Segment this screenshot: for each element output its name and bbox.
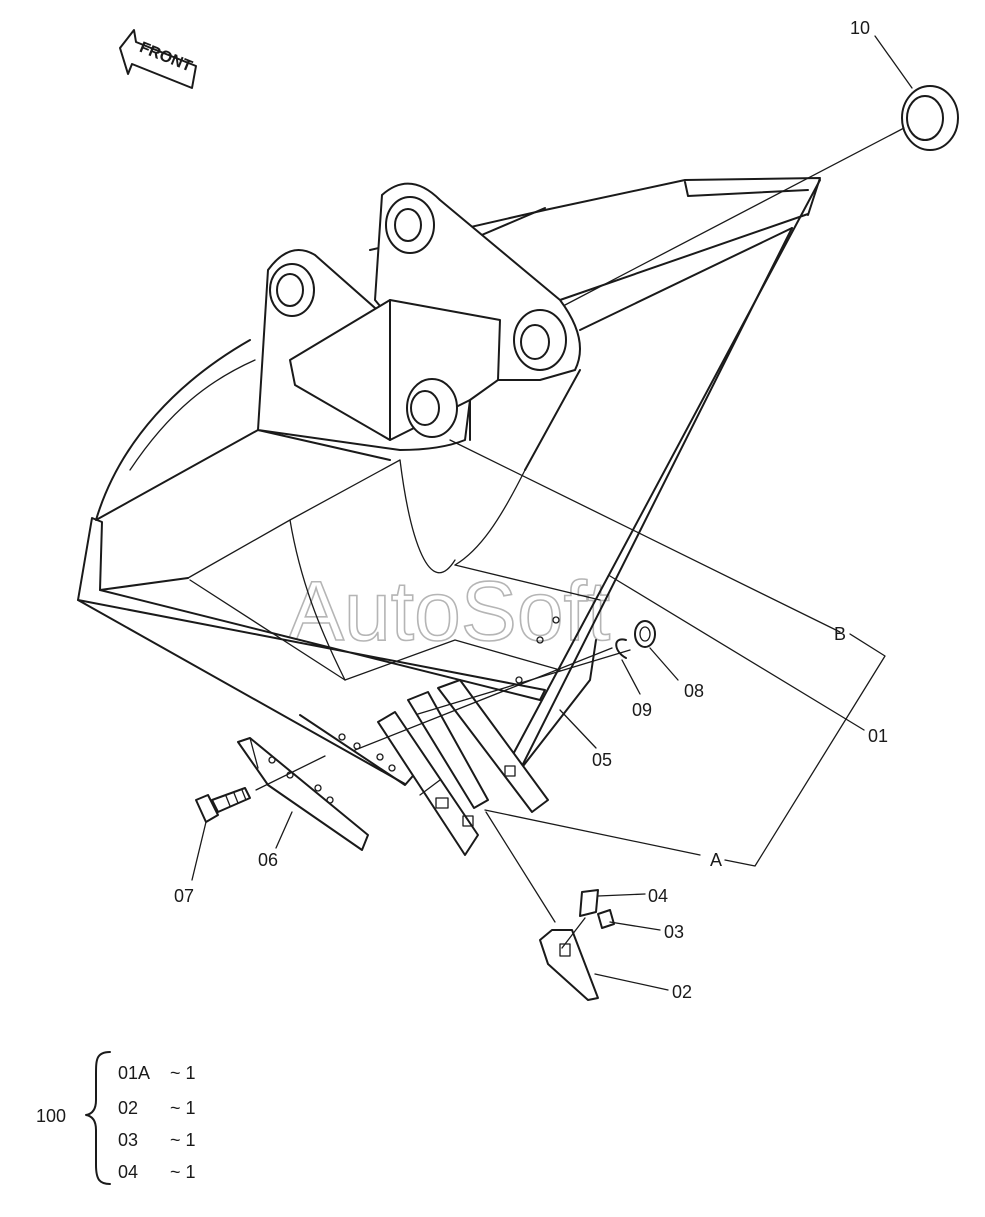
assembly-number: 100 [36, 1106, 66, 1126]
lock-ring-part-09 [615, 638, 627, 659]
callout-03: 03 [664, 922, 684, 942]
pin-boss-upper-left [269, 263, 315, 317]
front-arrow-icon: FRONT [119, 29, 197, 89]
watermark: AutoSoft [288, 564, 610, 658]
callout-09: 09 [632, 700, 652, 720]
callout-02: 02 [672, 982, 692, 1002]
callout-06: 06 [258, 850, 278, 870]
callout-05: 05 [592, 750, 612, 770]
callout-08: 08 [684, 681, 704, 701]
assembly-row-qty: ~ 1 [170, 1098, 196, 1118]
pin-boss-lower-right [513, 309, 567, 371]
assembly-row-part: 04 [118, 1162, 138, 1182]
callout-01: 01 [868, 726, 888, 746]
callout-10: 10 [850, 18, 870, 38]
callout-04: 04 [648, 886, 668, 906]
seal-ring-part-10 [901, 85, 959, 151]
assembly-row-qty: ~ 1 [170, 1130, 196, 1150]
bucket-body [77, 177, 821, 786]
assembly-list: 100 01A ~ 1 02 ~ 1 03 ~ 1 04 ~ 1 [36, 1051, 196, 1185]
leader-lines [191, 35, 913, 991]
pin-boss-lower-left [406, 378, 458, 438]
mounting-bracket [257, 182, 581, 451]
tooth-part-02 [539, 929, 599, 1001]
assembly-row-part: 02 [118, 1098, 138, 1118]
side-cutter-part-06 [237, 737, 369, 851]
assembly-row-part: 01A [118, 1063, 150, 1083]
bolt-part-07 [195, 787, 251, 823]
nut-part-08 [634, 620, 656, 648]
callout-b: B [834, 624, 846, 644]
assembly-row-qty: ~ 1 [170, 1162, 196, 1182]
pin-part-04 [579, 889, 599, 917]
pin-boss-upper-right [385, 196, 435, 254]
assembly-row-part: 03 [118, 1130, 138, 1150]
lock-part-03 [597, 909, 615, 929]
callout-a: A [710, 850, 722, 870]
callout-07: 07 [174, 886, 194, 906]
assembly-row-qty: ~ 1 [170, 1063, 196, 1083]
curly-brace [85, 1051, 111, 1185]
